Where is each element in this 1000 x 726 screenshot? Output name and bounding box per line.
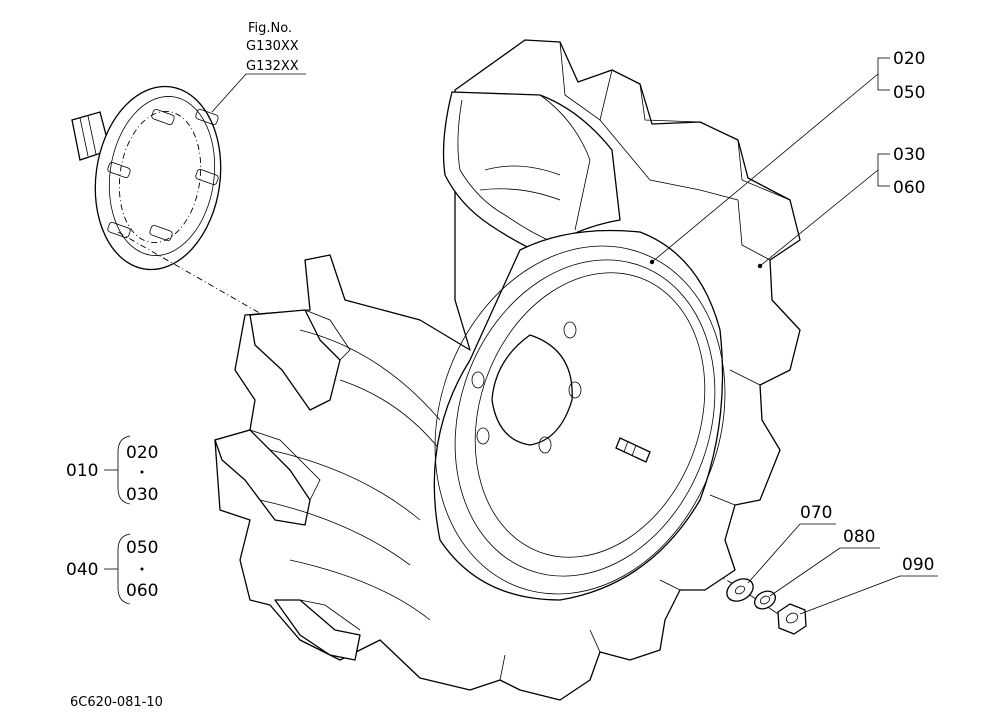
group-040-child-1: 050	[126, 538, 158, 558]
nut-090	[777, 603, 807, 635]
group-010-parent: 010	[66, 461, 98, 481]
group-040: 040 050 060	[66, 533, 158, 605]
callout-020: 020	[893, 49, 925, 69]
group-010-child-1: 020	[126, 443, 158, 463]
callout-070: 070	[800, 503, 832, 523]
axle-hub-flange	[71, 85, 222, 271]
group-010-child-2: 030	[126, 485, 158, 505]
spring-washer-080	[754, 590, 776, 610]
figure-number-block: Fig.No. G130XX G132XX	[211, 21, 306, 113]
callout-050: 050	[893, 83, 925, 103]
callout-060: 060	[893, 178, 925, 198]
group-010: 010 020 030	[66, 435, 158, 505]
fig-no-label: Fig.No.	[248, 21, 292, 36]
callout-090: 090	[902, 555, 934, 575]
washer-070	[726, 578, 754, 602]
group-040-parent: 040	[66, 560, 98, 580]
rim	[433, 229, 763, 601]
callout-leaders	[651, 57, 938, 615]
group-040-child-2: 060	[126, 581, 158, 601]
fig-code-2: G132XX	[246, 59, 299, 74]
callout-030: 030	[893, 145, 925, 165]
fig-code-1: G130XX	[246, 39, 299, 54]
drawing-code: 6C620-081-10	[70, 695, 163, 710]
callout-080: 080	[843, 527, 875, 547]
